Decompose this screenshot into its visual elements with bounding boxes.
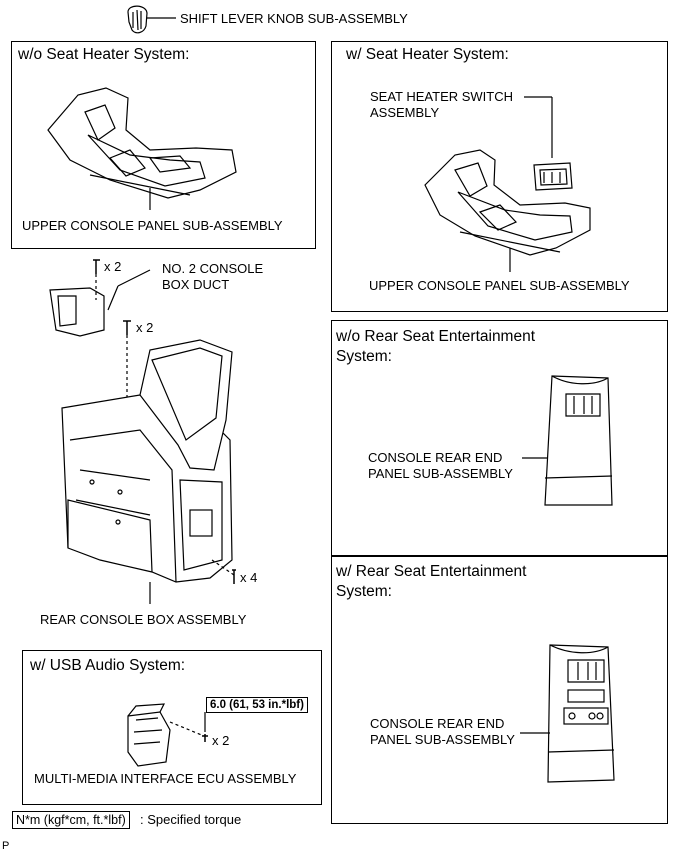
console-rear-end-panel-label: CONSOLE REAR END PANEL SUB-ASSEMBLY (368, 450, 513, 481)
corner-mark: P (2, 840, 10, 852)
upper-console-panel-label: UPPER CONSOLE PANEL SUB-ASSEMBLY (22, 218, 283, 233)
multimedia-ecu-illustration (127, 703, 208, 767)
console-box-duct-illustration (49, 259, 151, 405)
heading-without-seat-heater: w/o Seat Heater System: (18, 46, 190, 63)
rear-console-box-label: REAR CONSOLE BOX ASSEMBLY (40, 612, 247, 627)
seat-heater-switch-label: SEAT HEATER SWITCH ASSEMBLY (370, 89, 514, 120)
bolt-quantity-1: x 2 (104, 259, 122, 274)
panel-with-seat-heater (331, 41, 668, 312)
torque-spec: 6.0 (61, 53 in.*lbf) (206, 697, 308, 713)
console-rear-end-panel-label-2: CONSOLE REAR END PANEL SUB-ASSEMBLY (370, 716, 515, 747)
bolt-quantity-4: x 2 (212, 733, 230, 748)
console-box-duct-label: NO. 2 CONSOLE BOX DUCT (162, 261, 264, 292)
upper-console-panel-illustration (47, 87, 237, 210)
upper-console-panel-with-switch-illustration (424, 96, 591, 272)
panel-without-rear-seat-entertainment (331, 320, 668, 556)
upper-console-panel-label-2: UPPER CONSOLE PANEL SUB-ASSEMBLY (369, 278, 630, 293)
heading-without-rse: w/o Rear Seat Entertainment System: (336, 328, 536, 365)
panel-without-seat-heater (11, 41, 316, 249)
torque-legend-description: : Specified torque (140, 812, 242, 827)
rear-console-box-illustration (61, 339, 236, 604)
shift-knob-illustration (127, 5, 176, 34)
console-rear-end-panel-with-rse-illustration (520, 644, 615, 783)
heading-with-seat-heater: w/ Seat Heater System: (346, 46, 509, 63)
bolt-quantity-3: x 4 (240, 570, 258, 585)
heading-with-rse: w/ Rear Seat Entertainment System: (336, 563, 527, 600)
heading-usb-audio: w/ USB Audio System: (30, 657, 186, 674)
panel-usb-audio (22, 650, 322, 805)
multimedia-ecu-label: MULTI-MEDIA INTERFACE ECU ASSEMBLY (34, 771, 297, 786)
console-rear-end-panel-illustration (522, 375, 613, 506)
shift-lever-knob-label: SHIFT LEVER KNOB SUB-ASSEMBLY (180, 11, 408, 26)
torque-unit-legend: N*m (kgf*cm, ft.*lbf) (12, 811, 130, 829)
panel-with-rear-seat-entertainment (331, 556, 668, 824)
bolt-quantity-2: x 2 (136, 320, 154, 335)
